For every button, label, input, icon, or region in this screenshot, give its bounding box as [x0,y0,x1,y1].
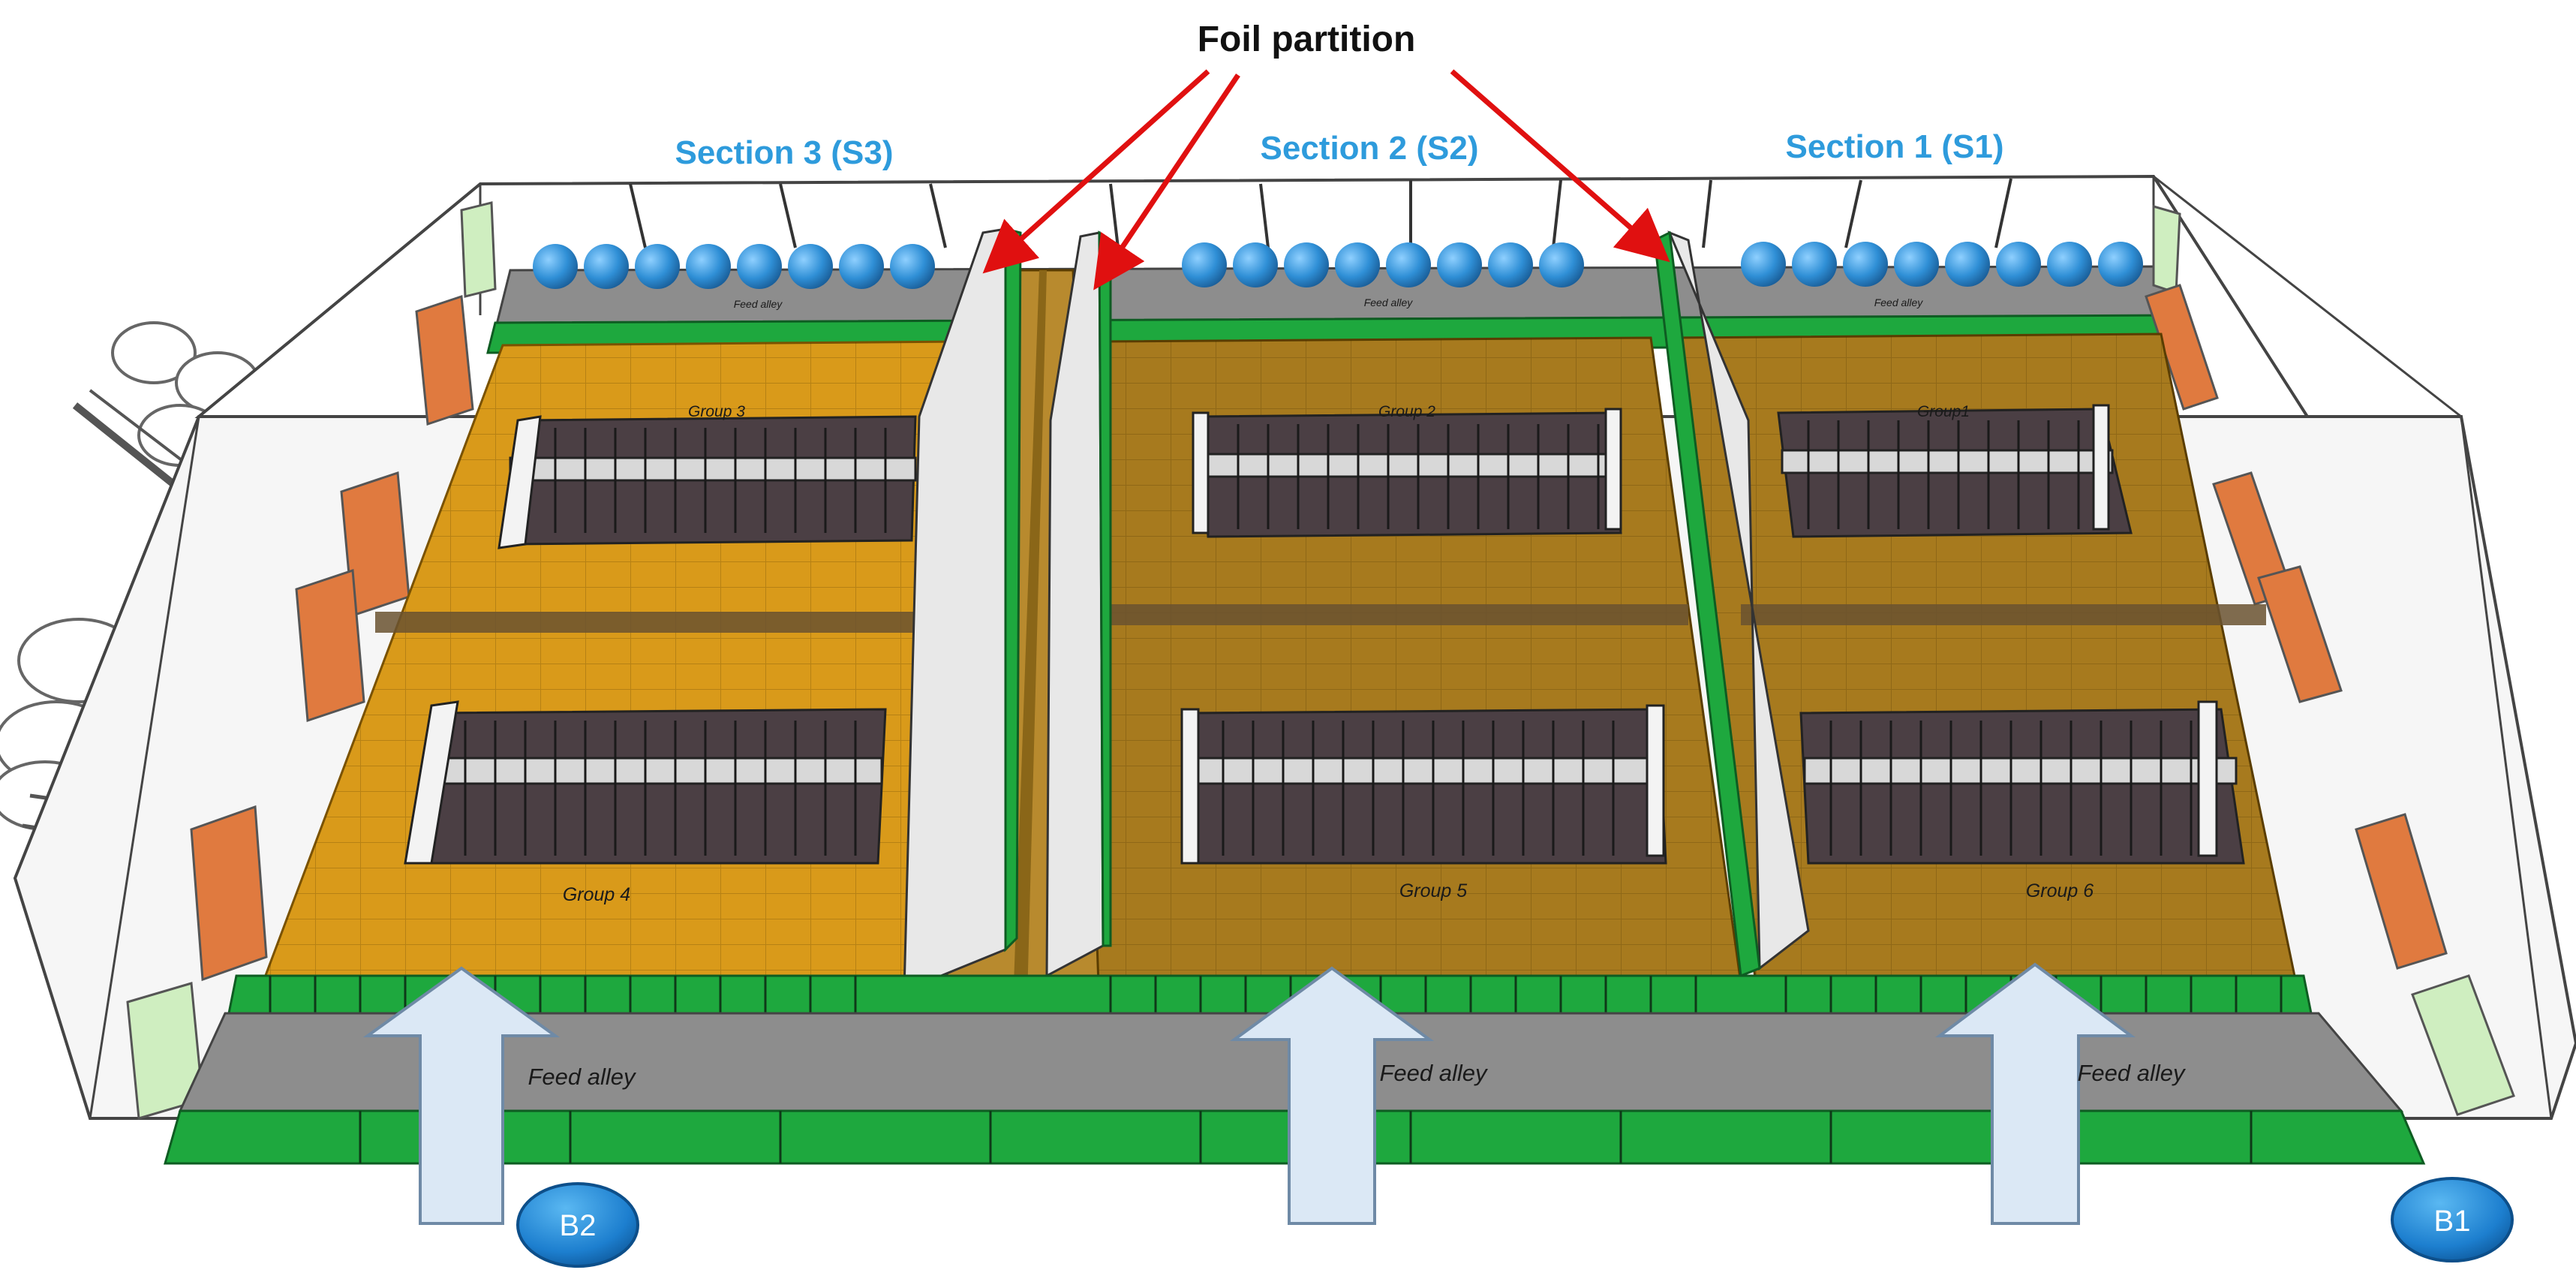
fan-icon [788,244,833,289]
fan-icon [1233,242,1278,287]
feed-alley-back-s1: Feed alley [1874,296,1924,308]
fan-icon [584,244,629,289]
fan-icon [2047,242,2092,287]
fan-icon [737,244,782,289]
fan-icon [1894,242,1939,287]
section-3-label: Section 3 (S3) [675,134,894,171]
badge-b1: B1 [2391,1177,2514,1262]
feed-alley-back-s2: Feed alley [1364,296,1414,308]
up-arrow-icon [1934,962,2136,1225]
feed-alley-back-s3: Feed alley [734,298,783,310]
feed-alley-front-s3: Feed alley [528,1064,637,1090]
fan-icon [890,244,935,289]
side-windows [126,201,2515,1120]
fan-icon [1945,242,1990,287]
fan-icon [1843,242,1888,287]
cubicle-block-group-2 [1192,408,1622,538]
fan-icon [686,244,731,289]
badge-b2-label: B2 [560,1209,597,1242]
entry-arrows [362,962,2136,1225]
group-3-label: Group 3 [688,403,745,420]
cubicle-block-group-1 [1777,404,2133,538]
fan-icon [1386,242,1431,287]
group-1-label: Group1 [1917,403,1970,420]
cubicle-block-group-4 [404,700,887,865]
fan-icon [533,244,578,289]
fan-icon [1284,242,1329,287]
up-arrow-icon [1229,966,1435,1225]
stall-dividers [464,420,2193,856]
badge-b2: B2 [516,1182,639,1268]
badge-b1-label: B1 [2434,1205,2471,1238]
fan-icon [1182,242,1227,287]
fan-icon [2098,242,2143,287]
foil-partition-title: Foil partition [1198,20,1416,59]
fan-icon [1741,242,1786,287]
feed-alley-front-s2: Feed alley [1379,1060,1489,1086]
fan-icon [1792,242,1837,287]
fan-icon [1539,242,1584,287]
fan-icon [635,244,680,289]
fan-icon [1335,242,1380,287]
fan-icon [1488,242,1533,287]
section-2-label: Section 2 (S2) [1261,130,1479,167]
fan-row [533,242,2143,289]
up-arrow-icon [362,966,561,1225]
fan-icon [839,244,884,289]
cubicle-block-group-3 [497,415,917,549]
foil-partition-right [1667,230,1810,971]
group-5-label: Group 5 [1399,880,1467,901]
cubicle-block-group-5 [1180,704,1667,865]
partition-arrows [982,69,1670,290]
fan-icon [1996,242,2041,287]
group-6-label: Group 6 [2026,880,2094,901]
feed-alley-front-s1: Feed alley [2077,1060,2187,1086]
section-1-label: Section 1 (S1) [1786,128,2004,165]
group-4-label: Group 4 [563,884,630,905]
group-2-label: Group 2 [1378,403,1435,420]
cubicle-block-group-6 [1799,700,2245,865]
fan-icon [1437,242,1482,287]
